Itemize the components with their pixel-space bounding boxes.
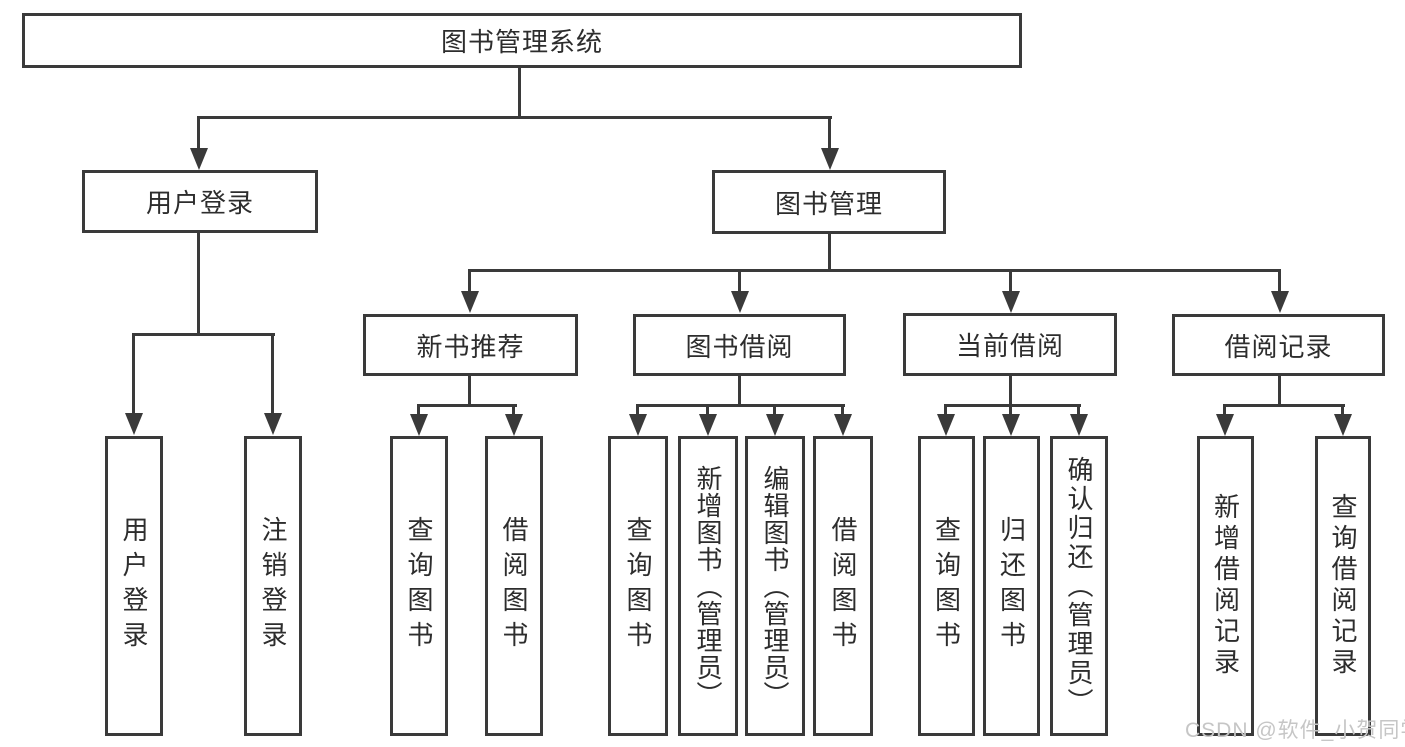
- arrow-down-icon: [1070, 414, 1088, 436]
- connector-line: [1278, 375, 1281, 406]
- arrow-down-icon: [1271, 291, 1289, 313]
- arrow-down-icon: [821, 148, 839, 170]
- node-book-borrow-label: 图书借阅: [685, 331, 794, 362]
- leaf-query-books-borrow-label: 查询图书: [623, 516, 653, 656]
- node-new-book-recommend-label: 新书推荐: [416, 331, 525, 362]
- arrow-down-icon: [410, 414, 428, 436]
- leaf-query-books-newbook: 查询图书: [390, 436, 448, 736]
- node-book-borrow: 图书借阅: [633, 314, 846, 376]
- leaf-query-borrow-record: 查询借阅记录: [1315, 436, 1371, 736]
- node-user-login: 用户登录: [82, 170, 318, 233]
- node-root-label: 图书管理系统: [440, 27, 603, 57]
- connector-line: [468, 269, 1281, 272]
- arrow-down-icon: [1002, 291, 1020, 313]
- arrow-down-icon: [834, 414, 852, 436]
- connector-line: [132, 333, 135, 414]
- node-book-management-label: 图书管理: [774, 188, 883, 219]
- leaf-query-books-current-label: 查询图书: [931, 516, 962, 656]
- node-current-borrow: 当前借阅: [903, 313, 1117, 376]
- connector-line: [197, 233, 200, 336]
- leaf-logout-login: 注销登录: [244, 436, 302, 736]
- node-root: 图书管理系统: [22, 13, 1022, 68]
- connector-line: [512, 404, 515, 416]
- leaf-return-books-label: 归还图书: [996, 516, 1027, 656]
- leaf-add-books-admin: 新增图书（管理员）: [678, 436, 738, 736]
- connector-line: [417, 404, 517, 407]
- arrow-down-icon: [629, 414, 647, 436]
- arrow-down-icon: [264, 413, 282, 435]
- leaf-confirm-return-admin-label: 确认归还（管理员）: [1064, 455, 1094, 717]
- connector-line: [738, 269, 741, 293]
- leaf-user-login-label: 用户登录: [119, 516, 149, 656]
- connector-line: [1077, 404, 1080, 416]
- node-borrow-records-label: 借阅记录: [1224, 331, 1333, 362]
- leaf-logout-login-label: 注销登录: [258, 516, 288, 656]
- leaf-query-books-current: 查询图书: [918, 436, 975, 736]
- node-book-management: 图书管理: [712, 170, 946, 234]
- node-user-login-label: 用户登录: [145, 188, 254, 218]
- connector-line: [1223, 404, 1345, 407]
- connector-line: [1223, 404, 1226, 416]
- connector-line: [828, 116, 831, 151]
- connector-line: [636, 404, 845, 407]
- leaf-query-books-newbook-label: 查询图书: [404, 516, 434, 656]
- leaf-borrow-books-label: 借阅图书: [828, 516, 858, 656]
- node-new-book-recommend: 新书推荐: [363, 314, 578, 376]
- connector-line: [773, 404, 776, 416]
- leaf-edit-books-admin: 编辑图书（管理员）: [745, 436, 805, 736]
- connector-line: [417, 404, 420, 416]
- arrow-down-icon: [461, 291, 479, 313]
- arrow-down-icon: [505, 414, 523, 436]
- arrow-down-icon: [1216, 414, 1234, 436]
- connector-line: [1278, 269, 1281, 293]
- arrow-down-icon: [766, 414, 784, 436]
- leaf-return-books: 归还图书: [983, 436, 1040, 736]
- leaf-query-borrow-record-label: 查询借阅记录: [1328, 493, 1358, 679]
- connector-line: [132, 333, 275, 336]
- connector-line: [1009, 404, 1012, 416]
- connector-line: [197, 116, 200, 152]
- connector-line: [944, 404, 1081, 407]
- connector-line: [636, 404, 639, 416]
- connector-line: [1009, 269, 1012, 293]
- leaf-add-borrow-record-label: 新增借阅记录: [1210, 493, 1241, 679]
- arrow-down-icon: [190, 148, 208, 170]
- connector-line: [1009, 375, 1012, 406]
- arrow-down-icon: [1334, 414, 1352, 436]
- leaf-query-books-borrow: 查询图书: [608, 436, 668, 736]
- arrow-down-icon: [1002, 414, 1020, 436]
- arrow-down-icon: [125, 413, 143, 435]
- leaf-add-books-admin-label: 新增图书（管理员）: [693, 464, 723, 708]
- connector-line: [518, 66, 521, 119]
- node-borrow-records: 借阅记录: [1172, 314, 1385, 376]
- connector-line: [1341, 404, 1344, 416]
- connector-line: [738, 375, 741, 406]
- connector-line: [468, 269, 471, 293]
- leaf-user-login: 用户登录: [105, 436, 163, 736]
- connector-line: [841, 404, 844, 416]
- leaf-borrow-books-newbook-label: 借阅图书: [499, 516, 529, 656]
- connector-line: [828, 234, 831, 272]
- leaf-edit-books-admin-label: 编辑图书（管理员）: [760, 464, 790, 708]
- watermark: CSDN @软件_小贺同学: [1185, 719, 1405, 742]
- leaf-add-borrow-record: 新增借阅记录: [1197, 436, 1254, 736]
- arrow-down-icon: [937, 414, 955, 436]
- connector-line: [197, 116, 832, 119]
- arrow-down-icon: [731, 291, 749, 313]
- leaf-borrow-books: 借阅图书: [813, 436, 873, 736]
- connector-line: [271, 333, 274, 414]
- node-current-borrow-label: 当前借阅: [955, 331, 1064, 361]
- connector-line: [706, 404, 709, 416]
- leaf-borrow-books-newbook: 借阅图书: [485, 436, 543, 736]
- connector-line: [944, 404, 947, 416]
- leaf-confirm-return-admin: 确认归还（管理员）: [1050, 436, 1108, 736]
- connector-line: [468, 375, 471, 406]
- arrow-down-icon: [699, 414, 717, 436]
